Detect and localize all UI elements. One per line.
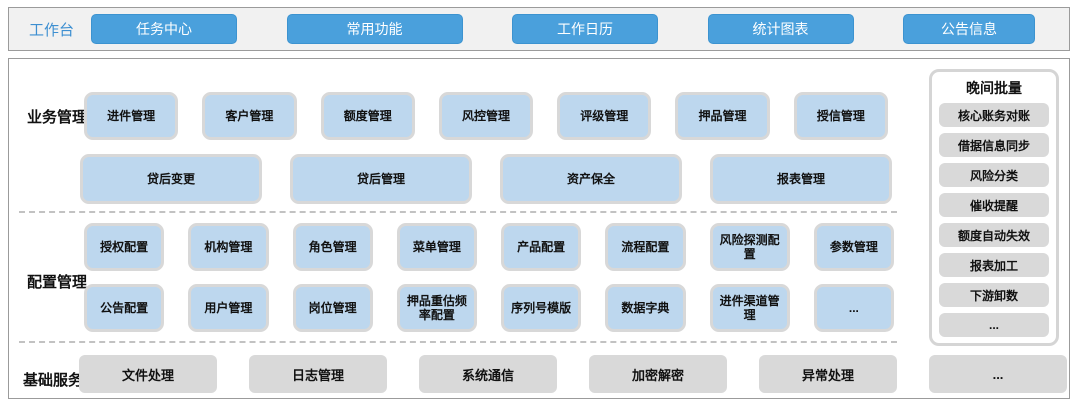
module-box[interactable]: 进件管理 xyxy=(84,92,179,140)
batch-job-item[interactable]: ... xyxy=(939,313,1049,337)
module-box[interactable]: 押品重估频率配置 xyxy=(396,284,477,332)
module-box[interactable]: 报表管理 xyxy=(710,154,892,204)
business-row-2: 贷后变更贷后管理资产保全报表管理 xyxy=(80,154,892,204)
module-box[interactable]: 流程配置 xyxy=(605,223,686,271)
topbar-nav: 任务中心 常用功能 工作日历 统计图表 公告信息 xyxy=(91,14,1035,44)
module-box[interactable]: 岗位管理 xyxy=(292,284,373,332)
night-batch-panel: 晚间批量 核心账务对账借据信息同步风险分类催收提醒额度自动失效报表加工下游卸数.… xyxy=(929,69,1059,346)
batch-job-item[interactable]: 借据信息同步 xyxy=(939,133,1049,157)
night-batch-title: 晚间批量 xyxy=(966,80,1022,96)
module-box[interactable]: 押品管理 xyxy=(675,92,770,140)
module-box[interactable]: 贷后管理 xyxy=(290,154,472,204)
service-box[interactable]: ... xyxy=(929,355,1067,393)
topbar-button[interactable]: 统计图表 xyxy=(707,14,854,44)
service-box[interactable]: 文件处理 xyxy=(79,355,217,393)
module-box[interactable]: 评级管理 xyxy=(557,92,652,140)
config-row-2: 公告配置用户管理岗位管理押品重估频率配置序列号模版数据字典进件渠道管理... xyxy=(84,284,894,332)
batch-job-item[interactable]: 催收提醒 xyxy=(939,193,1049,217)
section-divider xyxy=(19,211,897,213)
night-batch-list: 核心账务对账借据信息同步风险分类催收提醒额度自动失效报表加工下游卸数... xyxy=(939,103,1049,337)
module-box[interactable]: 数据字典 xyxy=(605,284,686,332)
module-box[interactable]: 风控管理 xyxy=(438,92,534,140)
module-box[interactable]: 公告配置 xyxy=(84,284,165,332)
module-box[interactable]: 贷后变更 xyxy=(80,154,262,204)
topbar-button[interactable]: 任务中心 xyxy=(91,14,237,44)
batch-job-item[interactable]: 风险分类 xyxy=(939,163,1049,187)
service-box[interactable]: 异常处理 xyxy=(759,355,897,393)
section-label-basic: 基础服务 xyxy=(23,372,84,389)
business-row-1: 进件管理客户管理额度管理风控管理评级管理押品管理授信管理 xyxy=(84,92,888,140)
topbar-button[interactable]: 公告信息 xyxy=(903,14,1035,44)
module-box[interactable]: 角色管理 xyxy=(292,223,373,271)
workbench-topbar: 工作台 任务中心 常用功能 工作日历 统计图表 公告信息 xyxy=(8,7,1070,51)
batch-job-item[interactable]: 报表加工 xyxy=(939,253,1049,277)
service-box[interactable]: 日志管理 xyxy=(249,355,387,393)
module-box[interactable]: 授信管理 xyxy=(793,92,888,140)
module-box[interactable]: 客户管理 xyxy=(202,92,297,140)
topbar-button[interactable]: 工作日历 xyxy=(512,14,658,44)
module-box[interactable]: 用户管理 xyxy=(188,284,269,332)
module-box[interactable]: 授权配置 xyxy=(84,223,165,271)
topbar-button[interactable]: 常用功能 xyxy=(286,14,463,44)
basic-services-row: 文件处理日志管理系统通信加密解密异常处理... xyxy=(79,355,1067,393)
section-label-business: 业务管理 xyxy=(27,109,88,126)
module-box[interactable]: ... xyxy=(813,284,894,332)
service-box[interactable]: 系统通信 xyxy=(419,355,557,393)
module-box[interactable]: 资产保全 xyxy=(500,154,682,204)
section-label-config: 配置管理 xyxy=(27,274,88,291)
module-box[interactable]: 风险探测配置 xyxy=(709,223,790,271)
config-row-1: 授权配置机构管理角色管理菜单管理产品配置流程配置风险探测配置参数管理 xyxy=(84,223,894,271)
section-divider xyxy=(19,341,897,343)
workbench-label: 工作台 xyxy=(29,21,75,39)
module-box[interactable]: 额度管理 xyxy=(320,92,415,140)
service-box[interactable]: 加密解密 xyxy=(589,355,727,393)
module-box[interactable]: 序列号模版 xyxy=(501,284,582,332)
batch-job-item[interactable]: 额度自动失效 xyxy=(939,223,1049,247)
batch-job-item[interactable]: 下游卸数 xyxy=(939,283,1049,307)
module-box[interactable]: 进件渠道管理 xyxy=(709,284,790,332)
module-panel: 业务管理 进件管理客户管理额度管理风控管理评级管理押品管理授信管理 贷后变更贷后… xyxy=(8,58,1070,399)
batch-job-item[interactable]: 核心账务对账 xyxy=(939,103,1049,127)
module-box[interactable]: 机构管理 xyxy=(188,223,269,271)
module-box[interactable]: 产品配置 xyxy=(501,223,582,271)
module-box[interactable]: 参数管理 xyxy=(813,223,894,271)
module-box[interactable]: 菜单管理 xyxy=(396,223,477,271)
